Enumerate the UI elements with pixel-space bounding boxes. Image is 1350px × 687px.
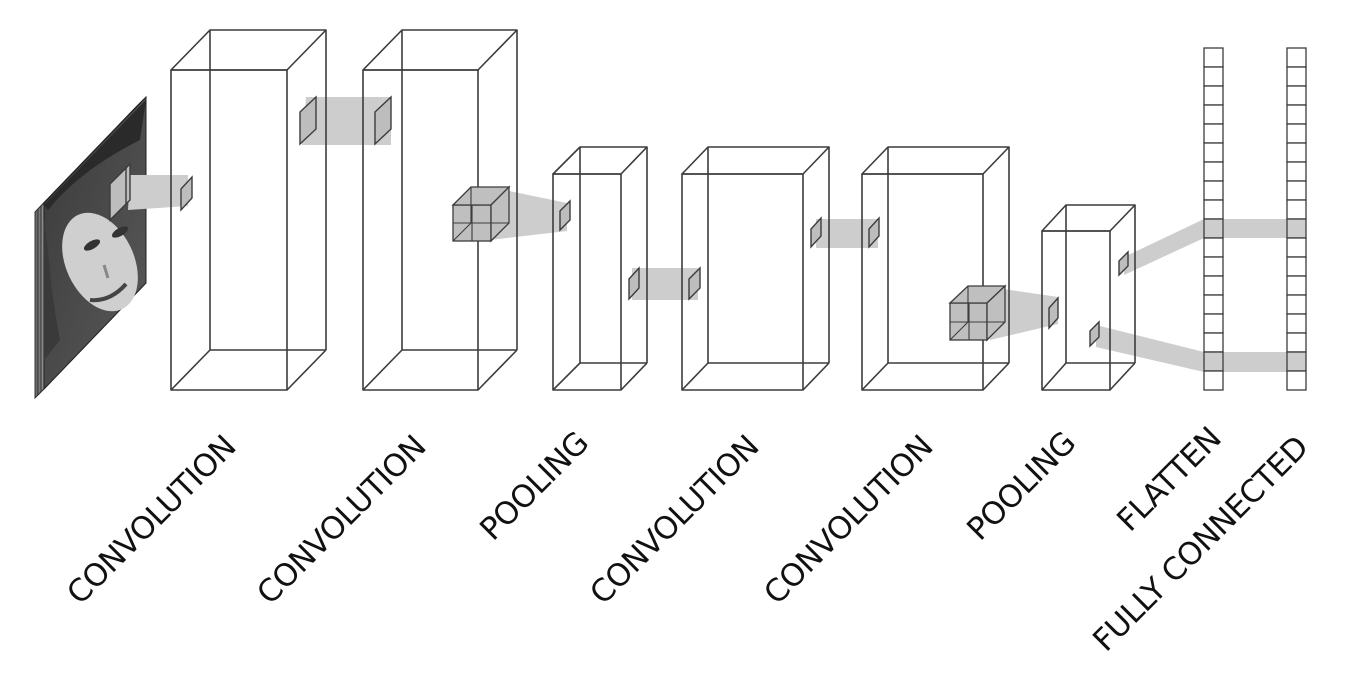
- layer-box-conv3: [681, 146, 830, 391]
- fully-connected-cell: [1286, 104, 1307, 125]
- connector-pool2-flatten-bottom: [1096, 325, 1204, 372]
- flatten-cell: [1203, 85, 1224, 106]
- flatten-cell: [1203, 218, 1224, 239]
- fully-connected-cell: [1286, 123, 1307, 144]
- connector-flatten-fc-bottom: [1222, 352, 1296, 372]
- patch-pool2-out-bottom: [1089, 320, 1100, 348]
- flatten-cell: [1203, 332, 1224, 353]
- kernel-patches: [109, 95, 1129, 348]
- layer-label-conv4: CONVOLUTION: [757, 429, 940, 612]
- patch-conv1-in: [180, 175, 193, 212]
- flatten-cell: [1203, 294, 1224, 315]
- face-photo: [43, 95, 147, 391]
- flatten-cell: [1203, 104, 1224, 125]
- fully-connected-cell: [1286, 313, 1307, 334]
- layer-label-pool2: POOLING: [960, 425, 1083, 548]
- fully-connected-column: [1286, 47, 1307, 391]
- flatten-cell: [1203, 47, 1224, 68]
- flatten-cell: [1203, 313, 1224, 334]
- connector-input-conv1: [128, 175, 188, 210]
- patch-pool1-out: [628, 266, 640, 301]
- fully-connected-cell: [1286, 218, 1307, 239]
- patch-conv2-in: [374, 95, 392, 146]
- pooling-cube-2: [948, 284, 1007, 342]
- flatten-cell: [1203, 199, 1224, 220]
- flatten-cell: [1203, 256, 1224, 277]
- connector-pool2-flatten-top: [1124, 219, 1204, 275]
- patch-conv3-in: [688, 266, 701, 301]
- patch-conv1-out: [299, 95, 317, 146]
- flatten-cell: [1203, 351, 1224, 372]
- fully-connected-cell: [1286, 199, 1307, 220]
- patch-pool2-out-top: [1118, 250, 1129, 277]
- fully-connected-cell: [1286, 294, 1307, 315]
- flatten-cell: [1203, 370, 1224, 391]
- connector-pool1-conv3: [632, 268, 698, 300]
- fully-connected-cell: [1286, 85, 1307, 106]
- connector-conv4-pool2: [990, 287, 1058, 340]
- fully-connected-cell: [1286, 370, 1307, 391]
- layer-label-conv1: CONVOLUTION: [60, 429, 243, 612]
- layer-label-pool1: POOLING: [473, 425, 596, 548]
- layer-label-conv2: CONVOLUTION: [250, 429, 433, 612]
- fully-connected-cell: [1286, 275, 1307, 296]
- flatten-column: [1203, 47, 1224, 391]
- flatten-cell: [1203, 123, 1224, 144]
- fully-connected-cell: [1286, 66, 1307, 87]
- fully-connected-cell: [1286, 237, 1307, 258]
- flatten-cell: [1203, 180, 1224, 201]
- layer-box-pool2: [1041, 204, 1136, 391]
- input-image: [34, 95, 147, 400]
- flatten-cell: [1203, 142, 1224, 163]
- flatten-cell: [1203, 237, 1224, 258]
- fully-connected-cell: [1286, 180, 1307, 201]
- layer-box-pool1: [552, 146, 648, 391]
- patch-pool2-in: [1048, 296, 1059, 330]
- pooling-cube-1: [451, 185, 511, 243]
- layer-label-conv3: CONVOLUTION: [583, 429, 766, 612]
- fully-connected-cell: [1286, 256, 1307, 277]
- flatten-cell: [1203, 275, 1224, 296]
- fully-connected-cell: [1286, 142, 1307, 163]
- patch-conv4-in: [868, 216, 880, 249]
- layer-box-conv1: [170, 29, 327, 391]
- fully-connected-cell: [1286, 332, 1307, 353]
- patch-pool1-in: [559, 199, 571, 232]
- fully-connected-cell: [1286, 47, 1307, 68]
- patch-input-b: [109, 166, 127, 222]
- fully-connected-cell: [1286, 351, 1307, 372]
- connector-flatten-fc-top: [1222, 219, 1296, 238]
- flatten-cell: [1203, 161, 1224, 182]
- fully-connected-cell: [1286, 161, 1307, 182]
- patch-conv3-out: [810, 216, 822, 249]
- flatten-cell: [1203, 66, 1224, 87]
- layer-box-conv4: [861, 146, 1010, 391]
- connector-conv1-conv2: [302, 97, 391, 145]
